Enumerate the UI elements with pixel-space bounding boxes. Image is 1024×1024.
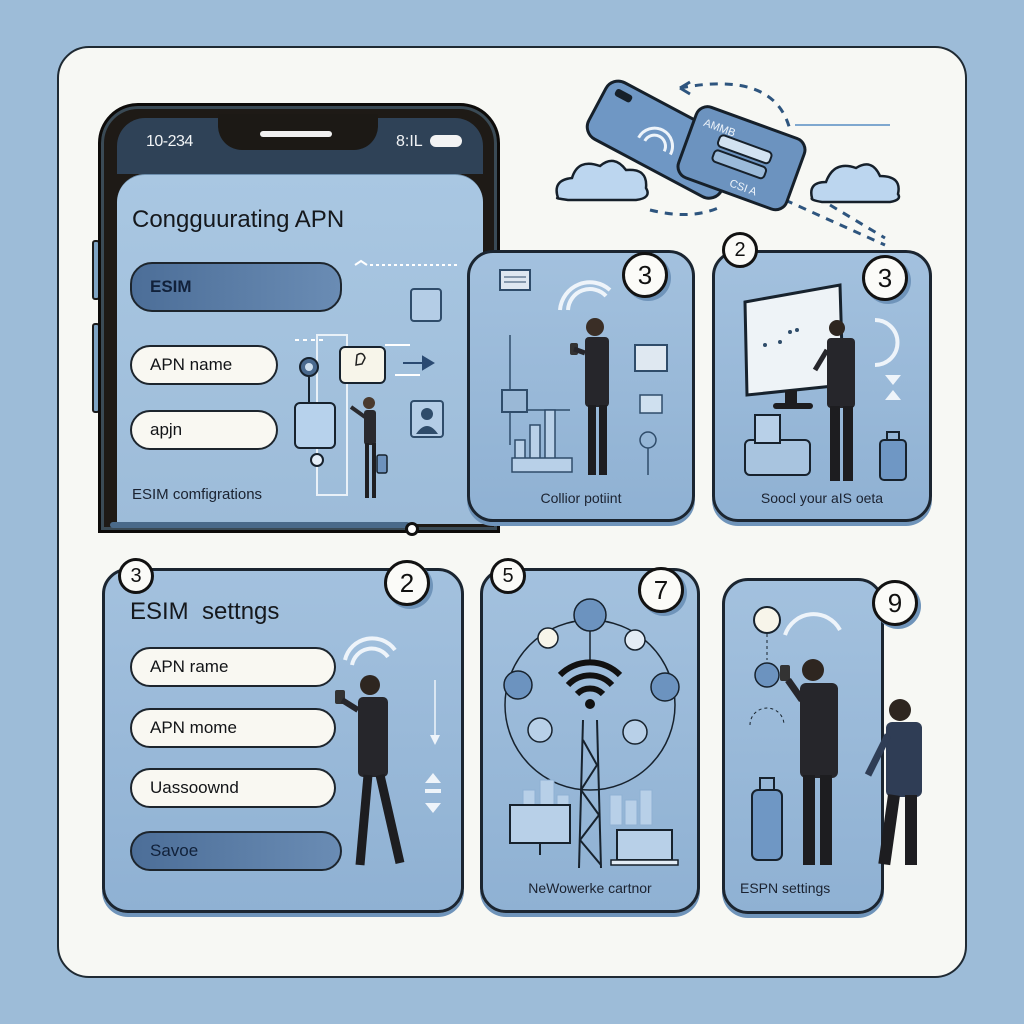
- step-badge-small: 3: [118, 558, 154, 594]
- step-number: 3: [130, 564, 142, 587]
- apn-label: apjn: [150, 420, 183, 439]
- phone-screen-edge: [110, 522, 410, 528]
- step-number: 7: [653, 574, 669, 605]
- apn-name-input-label: APN rame: [150, 657, 229, 676]
- step-number: 3: [637, 259, 653, 290]
- person-figure: [570, 318, 609, 475]
- apn-name-label: APN name: [150, 355, 233, 374]
- step-number: 2: [734, 238, 746, 261]
- step-badge: 3: [622, 252, 668, 298]
- apn-name-field[interactable]: APN name: [130, 345, 278, 385]
- status-time: 10-234: [146, 133, 193, 150]
- apn-mode-input[interactable]: APN mome: [130, 708, 336, 748]
- cell-tower-icon: [578, 719, 602, 869]
- person-figure: [812, 320, 855, 481]
- step-badge-small: 2: [722, 232, 758, 268]
- wifi-icon: [557, 659, 623, 709]
- panel-caption: Soocl your aIS oeta: [760, 490, 884, 506]
- person-with-phone-illustration: [335, 636, 441, 866]
- password-input[interactable]: Uassoownd: [130, 768, 336, 808]
- person-figure: [864, 699, 922, 866]
- apn-name-input[interactable]: APN rame: [130, 647, 336, 687]
- step-number: 5: [502, 564, 514, 587]
- monitor-icon: [509, 804, 571, 855]
- step-number: 2: [399, 567, 415, 598]
- esim-option[interactable]: ESIM: [130, 262, 342, 312]
- step-badge: 7: [638, 567, 684, 613]
- step-badge-small: 5: [490, 558, 526, 594]
- monitor-setup-illustration: [743, 283, 907, 481]
- sim-card-icon: AMMB CSI A: [676, 105, 807, 212]
- page-title: Congguurating APN: [132, 206, 345, 233]
- person-figure: [780, 659, 838, 865]
- laptop-icon: [610, 829, 679, 866]
- apn-field[interactable]: apjn: [130, 410, 278, 450]
- step-badge: 2: [384, 560, 430, 606]
- speaker-grille: [260, 131, 332, 137]
- esim-transfer-illustration: AMMB CSI A: [555, 79, 901, 247]
- refresh-icon[interactable]: [410, 288, 442, 322]
- travelers-illustration: [749, 606, 922, 866]
- panel-caller-point[interactable]: [467, 250, 695, 522]
- esim-configurations-caption: ESIM comfigrations: [132, 486, 263, 503]
- cloud-icon: [555, 159, 649, 202]
- person-figure: [349, 397, 388, 498]
- step-number: 9: [887, 587, 903, 618]
- configuration-diagram: [294, 259, 460, 498]
- apn-mode-input-label: APN mome: [150, 718, 237, 737]
- step-number: 3: [877, 262, 893, 293]
- person-figure: [335, 675, 405, 866]
- status-signal: 8:IL: [396, 133, 423, 150]
- step-badge: 9: [872, 580, 918, 626]
- connector-dot: [405, 522, 419, 536]
- network-tower-illustration: [503, 598, 680, 869]
- cloud-icon: [810, 163, 901, 204]
- caller-point-illustration: [499, 269, 668, 475]
- step-badge: 3: [862, 255, 908, 301]
- esim-settings-title: ESIM settngs: [130, 598, 280, 625]
- panel-caption: ESPN settings: [740, 880, 831, 896]
- save-button-label: Savoe: [150, 841, 199, 860]
- password-input-label: Uassoownd: [150, 778, 239, 797]
- esim-option-label: ESIM: [150, 277, 192, 296]
- battery-icon: [430, 135, 462, 147]
- panel-caption: Collior potiint: [540, 490, 622, 506]
- user-profile-icon[interactable]: [410, 400, 444, 438]
- panel-caption: NeWowerke cartnor: [528, 880, 652, 896]
- save-button[interactable]: Savoe: [130, 831, 342, 871]
